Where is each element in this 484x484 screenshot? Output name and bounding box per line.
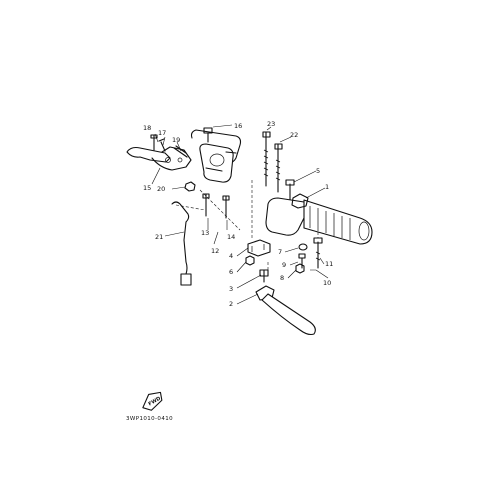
- callout-9: 9: [282, 261, 286, 269]
- brake-lever-part[interactable]: [255, 285, 316, 336]
- callout-18: 18: [143, 124, 151, 132]
- callout-14: 14: [227, 233, 235, 241]
- callout-4: 4: [229, 252, 233, 260]
- callout-15: 15: [143, 184, 151, 192]
- callout-10: 10: [323, 279, 331, 287]
- callout-12: 12: [211, 247, 219, 255]
- screw-part-9[interactable]: [298, 253, 306, 269]
- callout-20: 20: [157, 185, 165, 193]
- drawing-code: 3WP1010-0410: [126, 416, 173, 422]
- callout-1: 1: [325, 183, 329, 191]
- screw-part-6[interactable]: [245, 255, 255, 266]
- bolt-part-5[interactable]: [285, 179, 295, 201]
- screw-part-22[interactable]: [274, 143, 283, 193]
- screw-part-13[interactable]: [202, 193, 210, 217]
- callout-3: 3: [229, 285, 233, 293]
- callout-19: 19: [172, 136, 180, 144]
- clutch-switch-part[interactable]: [171, 201, 192, 286]
- callout-22: 22: [290, 131, 298, 139]
- callout-21: 21: [155, 233, 163, 241]
- collar-part-1[interactable]: [291, 193, 309, 209]
- lever-bolt-part[interactable]: [150, 134, 158, 151]
- callout-13: 13: [201, 229, 209, 237]
- callout-5: 5: [316, 167, 320, 175]
- callout-7: 7: [278, 248, 282, 256]
- bracket-part-4[interactable]: [247, 239, 271, 257]
- callout-2: 2: [229, 300, 233, 308]
- callout-8: 8: [280, 274, 284, 282]
- washer-part-7[interactable]: [298, 243, 308, 251]
- nut-part[interactable]: [184, 181, 196, 192]
- screw-part-14[interactable]: [222, 195, 230, 219]
- forward-direction-icon: FWD: [142, 391, 163, 411]
- screw-part-23[interactable]: [262, 131, 271, 187]
- forward-label: FWD: [148, 396, 162, 408]
- pin-part[interactable]: [173, 145, 188, 158]
- callout-11: 11: [325, 260, 333, 268]
- screw-part-8[interactable]: [295, 263, 305, 274]
- throttle-grip-part[interactable]: [265, 197, 373, 245]
- pivot-part-3[interactable]: [259, 269, 269, 283]
- callout-23: 23: [267, 120, 275, 128]
- callout-17: 17: [158, 129, 166, 137]
- callout-labels: 1 2 3 4 5 6 7 8 9 10 11 12 13 14 15 16 1…: [143, 120, 333, 308]
- callout-6: 6: [229, 268, 233, 276]
- screw-top-part[interactable]: [203, 127, 213, 143]
- clutch-lever-part[interactable]: [126, 146, 192, 171]
- callout-16: 16: [234, 122, 242, 130]
- adjuster-part[interactable]: [158, 138, 166, 152]
- switch-housing-part[interactable]: [190, 129, 242, 183]
- bolt-part-11[interactable]: [313, 237, 323, 269]
